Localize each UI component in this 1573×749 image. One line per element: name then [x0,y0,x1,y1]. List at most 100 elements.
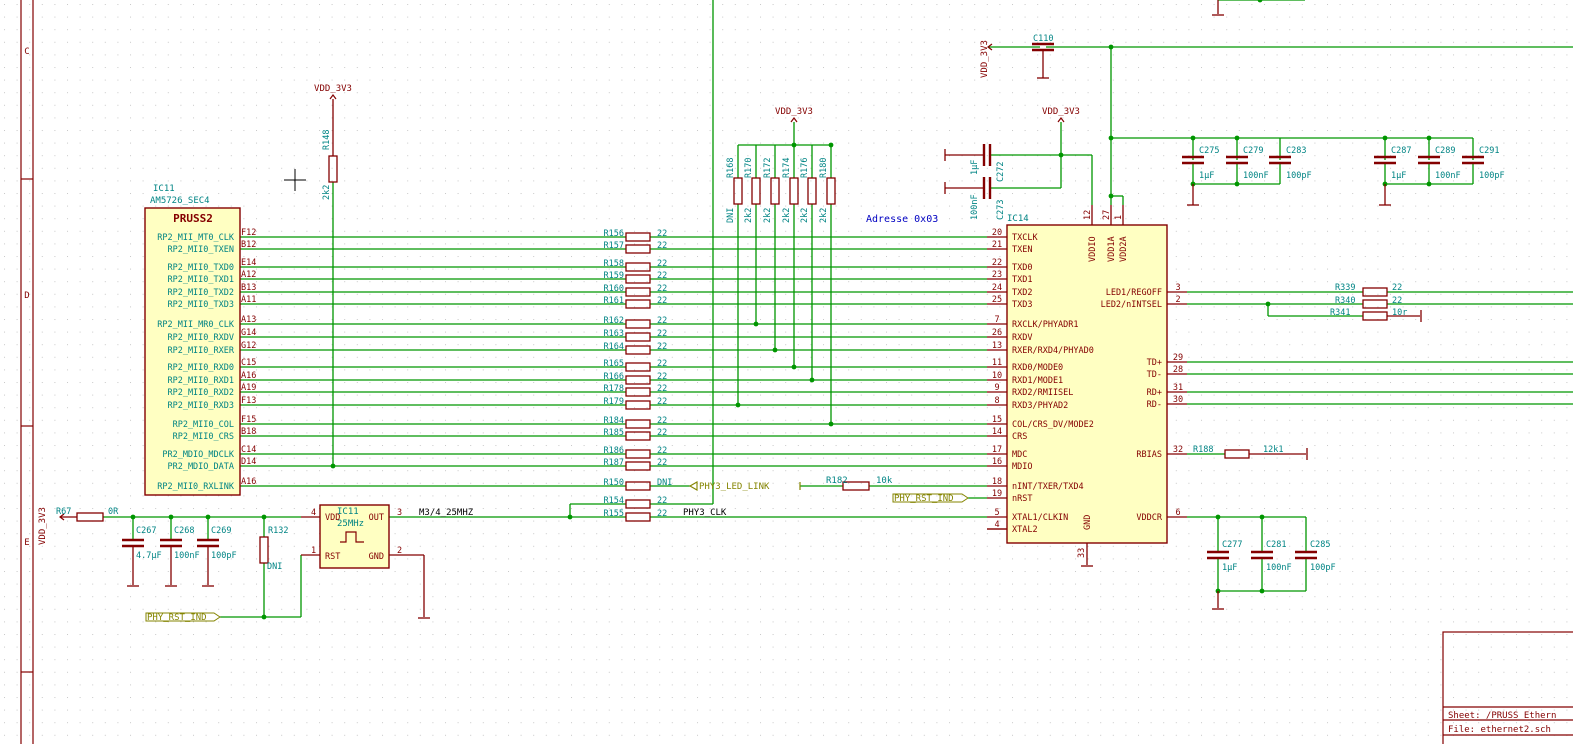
ic14-pin-name: RXD2/RMIISEL [1012,388,1073,398]
ic14-pin-number: 31 [1173,383,1183,393]
series-resistor-r156[interactable] [625,232,651,242]
ic14-pin-number: 4 [994,520,999,530]
series-resistor-r155[interactable] [625,512,651,522]
series-resistor-r159[interactable] [625,274,651,284]
strap-resistor-ref: R172 [763,158,773,178]
c291-value: 100pF [1479,171,1505,181]
ic11l-pin-number: G14 [241,328,256,338]
junction-dot [1190,135,1196,141]
oscillator-body[interactable] [319,504,390,569]
series-resistor-r165[interactable] [625,362,651,372]
ic14-pin-number: 10 [992,371,1002,381]
ic11l-value: AM5726_SEC4 [150,196,210,206]
strap-resistor-r180[interactable] [826,177,836,205]
ic14-pin-name: nINT/TXER/TXD4 [1012,482,1084,492]
strap-resistor-r174[interactable] [789,177,799,205]
series-resistor-r150[interactable] [625,481,651,491]
resistor-r340[interactable] [1362,299,1388,309]
series-resistor-r154[interactable] [625,499,651,509]
series-resistor-value: 22 [657,229,667,239]
series-resistor-r164[interactable] [625,345,651,355]
series-resistor-ref: R165 [604,359,624,369]
strap-resistor-value: 2k2 [744,208,754,223]
capacitor-c281[interactable] [1251,550,1273,560]
series-resistor-r157[interactable] [625,244,651,254]
series-resistor-r160[interactable] [625,287,651,297]
series-resistor-ref: R164 [604,342,624,352]
ic14-pin-name: TD- [1147,370,1162,380]
ic14-pin-name: RXD3/PHYAD2 [1012,401,1068,411]
capacitor-c287[interactable] [1374,155,1396,165]
capacitor-c285[interactable] [1295,550,1317,560]
ic11l-pin-name: RP2_MII0_TXD3 [167,300,234,310]
ic14-pin-name: LED2/nINTSEL [1101,300,1162,310]
series-resistor-r185[interactable] [625,431,651,441]
capacitor-c275[interactable] [1182,155,1204,165]
series-resistor-r186[interactable] [625,449,651,459]
ic14-pin-number: 32 [1173,445,1183,455]
capacitor-c291[interactable] [1462,155,1484,165]
strap-resistor-r172[interactable] [770,177,780,205]
series-resistor-ref: R184 [604,416,624,426]
ic14-ref: IC14 [1007,214,1029,224]
junction-dot [1426,181,1432,187]
ic11l-body[interactable] [144,207,241,496]
series-resistor-value: 22 [657,329,667,339]
series-resistor-ref: R150 [604,478,624,488]
capacitor-c283[interactable] [1269,155,1291,165]
ic14-pin-number: 26 [992,328,1002,338]
r188-value: 12k1 [1263,445,1283,455]
series-resistor-value: 22 [657,372,667,382]
ic14-pin-name: RXDV [1012,333,1032,343]
ic14-pin-number: 1 [1114,215,1124,220]
r188-ref: R188 [1193,445,1213,455]
ic14-pin-number: 20 [992,228,1002,238]
resistor-r67[interactable] [76,512,104,522]
c283-value: 100pF [1286,171,1312,181]
ic11l-pin-number: C14 [241,445,256,455]
series-resistor-ref: R187 [604,458,624,468]
series-resistor-r158[interactable] [625,262,651,272]
strap-resistor-r176[interactable] [807,177,817,205]
title-block-file: File: ethernet2.sch [1448,725,1551,735]
series-resistor-r179[interactable] [625,400,651,410]
series-resistor-ref: R163 [604,329,624,339]
strap-resistor-r170[interactable] [751,177,761,205]
capacitor-c289[interactable] [1418,155,1440,165]
rst-net-flag [145,612,221,622]
ic14-pin-number: 12 [1083,210,1093,220]
strap-resistor-ref: R176 [800,158,810,178]
hier-label-arrow [688,481,698,491]
ic11l-pin-name: PR2_MDIO_MDCLK [162,450,235,460]
ic14-pin-number: 18 [992,477,1002,487]
strap-resistor-ref: R180 [819,158,829,178]
series-resistor-r184[interactable] [625,419,651,429]
resistor-r339[interactable] [1362,287,1388,297]
series-resistor-r162[interactable] [625,319,651,329]
series-resistor-r187[interactable] [625,461,651,471]
junction-dot [1234,135,1240,141]
ic14-body[interactable] [1006,224,1168,544]
series-resistor-r163[interactable] [625,332,651,342]
series-resistor-r161[interactable] [625,299,651,309]
capacitor-c277[interactable] [1207,550,1229,560]
resistor-r148[interactable] [328,155,338,183]
ic14-pin-number: 14 [992,427,1002,437]
resistor-r132[interactable] [259,536,269,564]
power-arrow [329,94,337,100]
osc-pin-number: 4 [311,508,316,518]
ic14-pin-name: RD- [1147,400,1162,410]
resistor-r182[interactable] [842,481,870,491]
capacitor-c279[interactable] [1226,155,1248,165]
ic11l-pin-number: A11 [241,295,256,305]
c269-ref: C269 [211,526,231,536]
junction-dot [1426,135,1432,141]
series-resistor-r178[interactable] [625,387,651,397]
ic14-pin-name: TXD2 [1012,288,1032,298]
series-resistor-r166[interactable] [625,375,651,385]
strap-resistor-r168[interactable] [733,177,743,205]
r339-ref: R339 [1335,283,1355,293]
series-resistor-value: 22 [657,284,667,294]
